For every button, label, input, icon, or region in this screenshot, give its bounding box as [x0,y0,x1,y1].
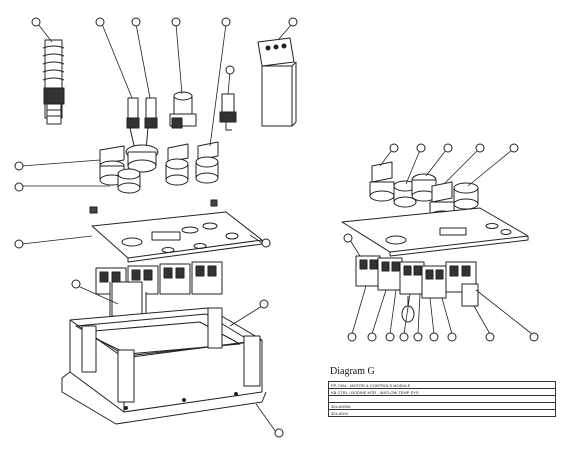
faceplate-right [341,207,529,257]
control-module [257,37,297,127]
rotary-knob [169,91,197,129]
diagram-label: Diagram G [330,366,375,377]
callout-circles-right [343,143,539,342]
cable-gland-spring [42,39,65,125]
terminal-blocks [95,261,223,319]
title-block-row: 304-6000A [328,402,556,410]
terminal-blocks-right [355,255,479,323]
title-block-cell: KB CTRL / BODINE MTR - WATLOW TEMP SYS [328,388,556,396]
selector-switches-left [99,141,219,194]
leader-lines-right [349,149,533,335]
title-block-table: PP-7404 - MOTOR & CONTROLS MODULE KB CTR… [328,381,556,417]
title-block-row: PP-7404 - MOTOR & CONTROLS MODULE [328,381,556,389]
faceplate [91,211,263,263]
title-block-cell [328,395,556,403]
title-block-cell: 304-6004 [328,409,556,417]
title-block-row: 304-6004 [328,409,556,417]
fuse-holder [219,93,237,131]
pushbutton-stems [125,97,159,173]
callout-circles-left [14,17,298,438]
title-block-row [328,395,556,403]
title-block-row: KB CTRL / BODINE MTR - WATLOW TEMP SYS [328,388,556,396]
title-block-cell: 304-6000A [328,402,556,410]
leader-lines-left [21,23,293,433]
title-block-cell: PP-7404 - MOTOR & CONTROLS MODULE [328,381,556,389]
base-chassis [61,307,267,425]
